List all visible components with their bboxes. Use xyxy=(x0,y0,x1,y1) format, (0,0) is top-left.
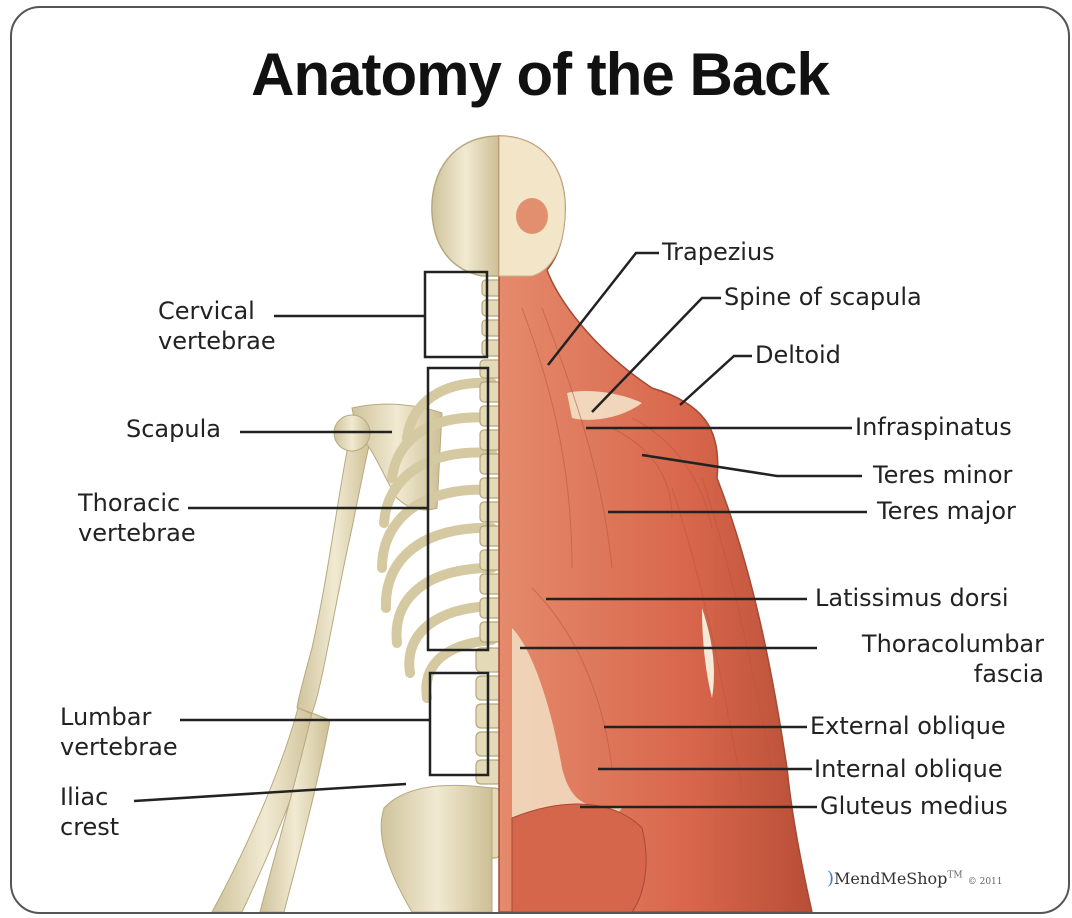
label-latissimus-dorsi: Latissimus dorsi xyxy=(815,583,1009,613)
label-deltoid: Deltoid xyxy=(755,340,841,370)
brand-mark-icon: ) xyxy=(827,868,834,889)
label-internal-oblique: Internal oblique xyxy=(814,754,1003,784)
label-trapezius: Trapezius xyxy=(662,237,775,267)
label-teres-minor: Teres minor xyxy=(873,460,1012,490)
label-gluteus-medius: Gluteus medius xyxy=(820,791,1008,821)
trademark: TM xyxy=(947,871,962,881)
label-infraspinatus: Infraspinatus xyxy=(855,412,1012,442)
label-spine-of-scapula: Spine of scapula xyxy=(724,282,922,312)
copyright: © 2011 xyxy=(968,877,1003,887)
label-lumbar-vertebrae: Lumbar vertebrae xyxy=(60,702,178,762)
label-iliac-crest: Iliac crest xyxy=(60,782,119,842)
credit-logo: )MendMeShopTM © 2011 xyxy=(827,868,1003,889)
skeleton-half xyxy=(212,136,502,912)
label-scapula: Scapula xyxy=(126,414,221,444)
label-thoracolumbar-fascia: Thoracolumbar fascia xyxy=(862,629,1044,689)
label-thoracic-vertebrae: Thoracic vertebrae xyxy=(78,488,196,548)
label-cervical-vertebrae: Cervical vertebrae xyxy=(158,296,276,356)
brand-name: MendMeShop xyxy=(834,869,947,888)
label-teres-major: Teres major xyxy=(877,496,1016,526)
label-external-oblique: External oblique xyxy=(810,711,1006,741)
diagram-card: Anatomy of the Back xyxy=(10,6,1070,914)
